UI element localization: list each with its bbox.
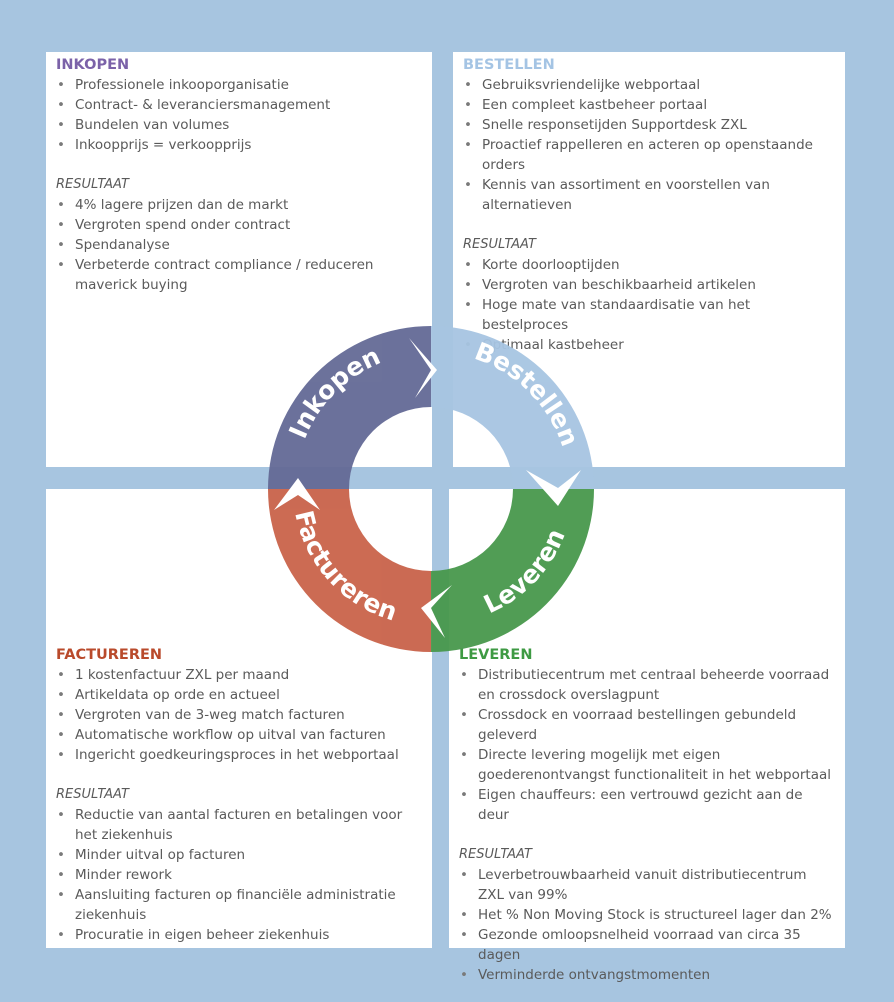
list-item: Vergroten van de 3-weg match facturen [56, 705, 422, 725]
inkopen-list: Professionele inkooporganisatieContract-… [56, 75, 422, 155]
list-item: Hoge mate van standaardisatie van het be… [463, 295, 835, 335]
list-item: Inkoopprijs = verkoopprijs [56, 135, 422, 155]
factureren-result-label: RESULTAAT [56, 787, 129, 802]
inkopen-title: INKOPEN [56, 57, 130, 73]
factureren-list: 1 kostenfactuur ZXL per maandArtikeldata… [56, 665, 422, 765]
list-item: Minder uitval op facturen [56, 845, 422, 865]
list-item: Eigen chauffeurs: een vertrouwd gezicht … [459, 785, 835, 825]
bestellen-title: BESTELLEN [463, 57, 555, 73]
list-item: Spendanalyse [56, 235, 422, 255]
list-item: Automatische workflow op uitval van fact… [56, 725, 422, 745]
list-item: Verbeterde contract compliance / reducer… [56, 255, 422, 295]
leveren-title: LEVEREN [459, 647, 533, 663]
list-item: Het % Non Moving Stock is structureel la… [459, 905, 835, 925]
list-item: Proactief rappelleren en acteren op open… [463, 135, 835, 175]
factureren-title: FACTUREREN [56, 647, 163, 663]
list-item: Snelle responsetijden Supportdesk ZXL [463, 115, 835, 135]
leveren-results: Leverbetrouwbaarheid vanuit distributiec… [459, 865, 835, 985]
list-item: 4% lagere prijzen dan de markt [56, 195, 422, 215]
list-item: Distributiecentrum met centraal beheerde… [459, 665, 835, 705]
list-item: Verminderde ontvangstmomenten [459, 965, 835, 985]
leveren-result-label: RESULTAAT [459, 847, 532, 862]
list-item: Contract- & leveranciersmanagement [56, 95, 422, 115]
list-item: Leverbetrouwbaarheid vanuit distributiec… [459, 865, 835, 905]
list-item: Gezonde omloopsnelheid voorraad van circ… [459, 925, 835, 965]
list-item: Aansluiting facturen op financiële admin… [56, 885, 422, 925]
ring-segment-factureren [268, 489, 431, 652]
ring-segment-inkopen [268, 326, 431, 489]
inkopen-panel: INKOPEN Professionele inkooporganisatieC… [46, 52, 432, 467]
list-item: Vergroten spend onder contract [56, 215, 422, 235]
list-item: Bundelen van volumes [56, 115, 422, 135]
bestellen-result-label: RESULTAAT [463, 237, 536, 252]
list-item: Procuratie in eigen beheer ziekenhuis [56, 925, 422, 945]
list-item: Crossdock en voorraad bestellingen gebun… [459, 705, 835, 745]
list-item: Reductie van aantal facturen en betaling… [56, 805, 422, 845]
ring-segment-leveren [431, 489, 594, 652]
factureren-results: Reductie van aantal facturen en betaling… [56, 805, 422, 945]
arrow-bestellen-to-leveren-icon [526, 470, 581, 506]
arrow-factureren-to-inkopen-icon [274, 478, 320, 510]
list-item: Professionele inkooporganisatie [56, 75, 422, 95]
list-item: Minder rework [56, 865, 422, 885]
leveren-list: Distributiecentrum met centraal beheerde… [459, 665, 835, 825]
list-item: Vergroten van beschikbaarheid artikelen [463, 275, 835, 295]
inkopen-results: 4% lagere prijzen dan de marktVergroten … [56, 195, 422, 295]
arrow-inkopen-to-bestellen-icon [409, 338, 437, 398]
list-item: Artikeldata op orde en actueel [56, 685, 422, 705]
bestellen-list: Gebruiksvriendelijke webportaalEen compl… [463, 75, 835, 215]
inkopen-result-label: RESULTAAT [56, 177, 129, 192]
arrow-leveren-to-factureren-icon [421, 585, 452, 638]
bestellen-results: Korte doorlooptijdenVergroten van beschi… [463, 255, 835, 355]
list-item: 1 kostenfactuur ZXL per maand [56, 665, 422, 685]
list-item: Korte doorlooptijden [463, 255, 835, 275]
list-item: Een compleet kastbeheer portaal [463, 95, 835, 115]
list-item: Gebruiksvriendelijke webportaal [463, 75, 835, 95]
list-item: Directe levering mogelijk met eigen goed… [459, 745, 835, 785]
ring-segment-bestellen [431, 326, 594, 489]
list-item: Kennis van assortiment en voorstellen va… [463, 175, 835, 215]
list-item: Ingericht goedkeuringsproces in het webp… [56, 745, 422, 765]
